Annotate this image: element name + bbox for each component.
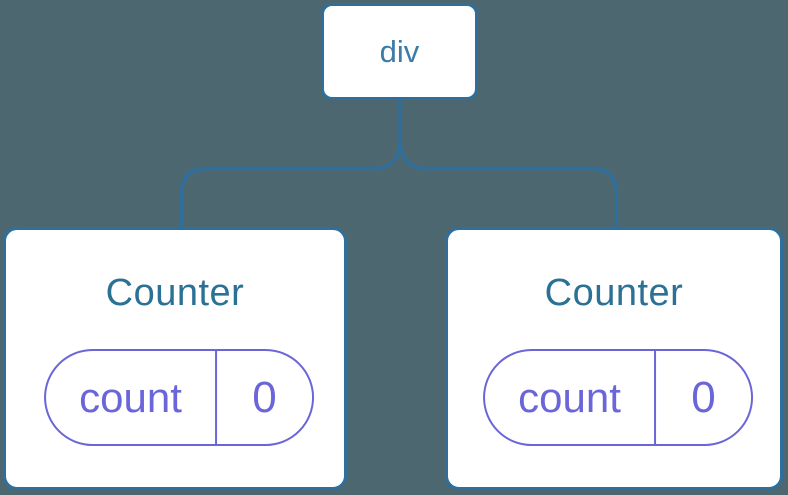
connector-left-branch: [179, 141, 402, 228]
component-title: Counter: [544, 272, 684, 314]
counter-component-right: Counter count 0: [445, 227, 783, 490]
state-key-label: count: [518, 373, 621, 421]
root-node-label: div: [379, 33, 420, 69]
root-node-div: div: [321, 3, 478, 100]
counter-component-left: Counter count 0: [3, 227, 347, 490]
state-value: 0: [654, 351, 751, 444]
state-pill: count 0: [483, 349, 754, 446]
state-key-label: count: [79, 373, 182, 421]
state-value: 0: [215, 351, 312, 444]
state-pill: count 0: [44, 349, 315, 446]
connector-right-branch: [398, 141, 619, 228]
component-title: Counter: [105, 272, 245, 314]
